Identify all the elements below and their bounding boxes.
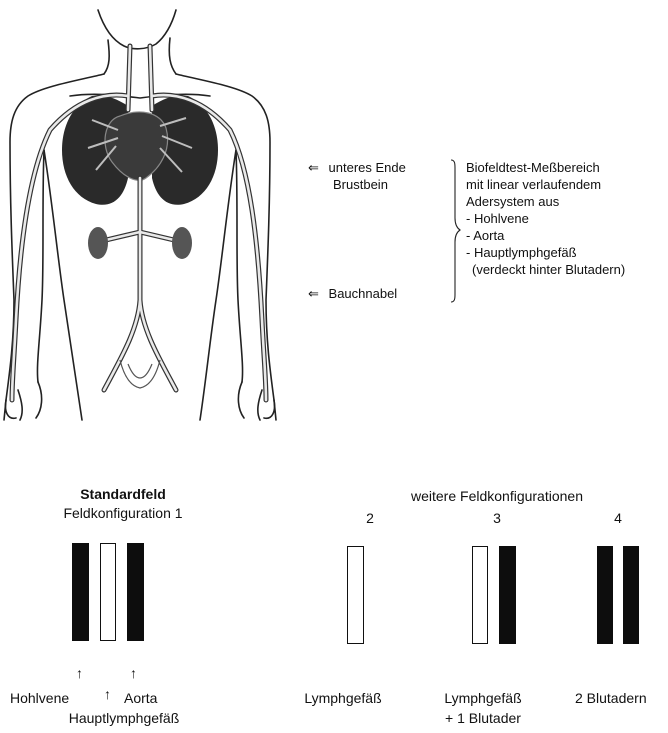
label-config3-line2: + 1 Blutader — [445, 710, 521, 726]
bar-config3-lymph — [472, 546, 488, 644]
bar-hohlvene — [72, 543, 89, 641]
up-arrow-icon: ↑ — [130, 665, 137, 681]
marker-lower-sternum: ⇐ unteres Ende — [308, 159, 406, 176]
bar-config4-blood-2 — [623, 546, 639, 644]
up-arrow-icon: ↑ — [76, 665, 83, 681]
standard-subtitle: Feldkonfiguration 1 — [63, 505, 182, 521]
right-torso — [200, 150, 236, 420]
curly-bracket — [448, 158, 462, 304]
standard-title: Standardfeld — [80, 486, 166, 502]
left-arrow-icon: ⇐ — [308, 160, 319, 175]
config-number-4: 4 — [614, 510, 622, 526]
further-title: weitere Feldkonfigurationen — [411, 488, 583, 504]
left-arm-inner — [37, 150, 44, 382]
bar-config2-lymph — [347, 546, 364, 644]
right-kidney — [172, 227, 192, 259]
pelvis-outline — [120, 360, 160, 388]
right-hand — [238, 382, 274, 420]
neck-right — [169, 38, 176, 74]
marker-sternum: Brustbein — [333, 176, 388, 193]
bar-config3-blood — [499, 546, 516, 644]
marker-navel: ⇐ Bauchnabel — [308, 285, 397, 302]
right-arm-inner — [236, 150, 243, 382]
config-number-2: 2 — [366, 510, 374, 526]
config-number-3: 3 — [493, 510, 501, 526]
bracket-text-block: Biofeldtest-Meßbereich mit linear verlau… — [466, 159, 625, 278]
blood-vessels — [12, 46, 266, 400]
label-hohlvene: Hohlvene — [10, 690, 69, 706]
label-config4: 2 Blutadern — [575, 690, 647, 706]
left-arrow-icon: ⇐ — [308, 286, 319, 301]
neck-left — [104, 40, 109, 74]
bar-lymph — [100, 543, 116, 641]
label-aorta: Aorta — [124, 690, 157, 706]
label-hauptlymphgefaess: Hauptlymphgefäß — [69, 710, 180, 726]
up-arrow-icon: ↑ — [104, 686, 111, 702]
jaw-outline — [98, 10, 176, 49]
bar-aorta — [127, 543, 144, 641]
label-config2: Lymphgefäß — [304, 690, 381, 706]
bar-config4-blood-1 — [597, 546, 613, 644]
label-config3: Lymphgefäß — [444, 690, 521, 706]
left-kidney — [88, 227, 108, 259]
